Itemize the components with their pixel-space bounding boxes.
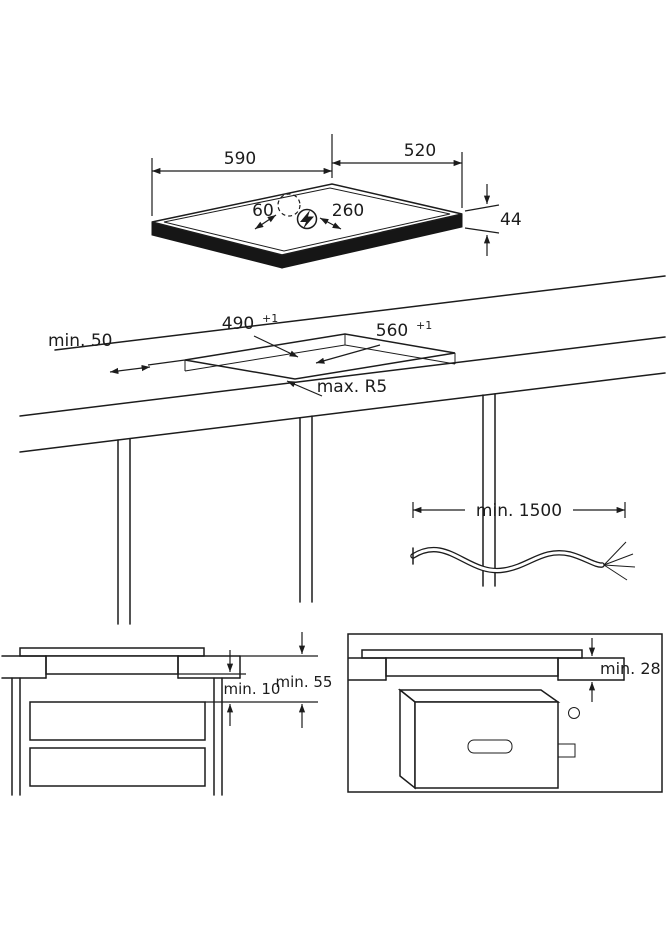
side-clearance-label: min. 50 <box>48 331 113 351</box>
extension-line <box>147 359 186 366</box>
oven-front-face <box>414 701 559 789</box>
worktop-to-drawer-label: min. 55 <box>276 673 333 691</box>
cutout-inner-wall <box>184 344 346 372</box>
cutout-depth-leader-arrow <box>253 335 299 358</box>
mains-cable-core <box>411 548 604 573</box>
hob-body-profile <box>45 655 179 675</box>
oven-junction-box <box>557 743 576 758</box>
drawer-front-lower <box>29 747 206 787</box>
cable-wire-strand <box>603 553 634 566</box>
oven-installation-view: min. 28 <box>347 633 663 793</box>
corner-radius-leader-arrow <box>286 380 323 397</box>
oven-cable-gland <box>568 707 580 719</box>
cable-wire-strand <box>603 564 628 581</box>
extension-line <box>464 204 500 212</box>
connection-offset-left-arrow <box>254 214 277 230</box>
corner-radius-label: max. R5 <box>317 377 387 397</box>
extension-line <box>464 227 500 234</box>
cable-length-label: min. 1500 <box>476 501 562 521</box>
detail-view-frame <box>347 633 663 793</box>
hob-body-profile <box>385 657 559 677</box>
cutout-width-label: 560 <box>376 321 408 341</box>
oven-handle <box>467 739 513 754</box>
connection-offset-left-label: 60 <box>252 201 274 221</box>
drawer-front-upper <box>29 701 206 741</box>
lightning-bolt-icon <box>300 210 314 229</box>
hob-height-label: 44 <box>500 210 522 230</box>
oven-top-face <box>397 689 561 703</box>
cable-wire-strand <box>603 541 627 566</box>
side-clearance-arrow <box>109 364 151 375</box>
worktop-clearance-label: min. 28 <box>600 659 661 678</box>
cutout-depth-label: 490 <box>222 314 254 334</box>
drawer-clearance-view: min. 10 min. 55 <box>1 632 333 796</box>
worktop-back-edge <box>54 275 666 351</box>
connection-offset-right-arrow <box>319 217 342 230</box>
hob-depth-label: 520 <box>404 141 436 161</box>
hob-glass-inner-frame <box>163 187 451 252</box>
hob-glass-profile <box>361 649 583 659</box>
worktop-front-bottom-edge <box>19 372 666 453</box>
cutout-inner-wall <box>344 344 456 365</box>
cable-wire-strand <box>603 564 636 568</box>
mains-connection-area-dashed-circle <box>277 193 301 217</box>
cutout-width-tolerance: +1 <box>416 319 432 332</box>
mains-cable-view: min. 1500 <box>410 501 636 581</box>
worktop-cutout-view: min. 50 490 +1 560 +1 max. R5 <box>19 275 666 625</box>
oven-left-face <box>399 688 416 790</box>
cutout-width-leader-arrow <box>315 344 381 364</box>
worktop-front-top-edge <box>19 336 666 417</box>
hob-isometric-view: 590 520 60 260 44 <box>151 134 522 269</box>
hob-width-label: 590 <box>224 149 256 169</box>
mains-cable <box>410 547 605 574</box>
connection-offset-right-label: 260 <box>332 201 364 221</box>
hob-glass-profile <box>19 647 205 657</box>
cutout-depth-tolerance: +1 <box>262 312 278 325</box>
hob-to-drawer-label: min. 10 <box>224 680 281 698</box>
